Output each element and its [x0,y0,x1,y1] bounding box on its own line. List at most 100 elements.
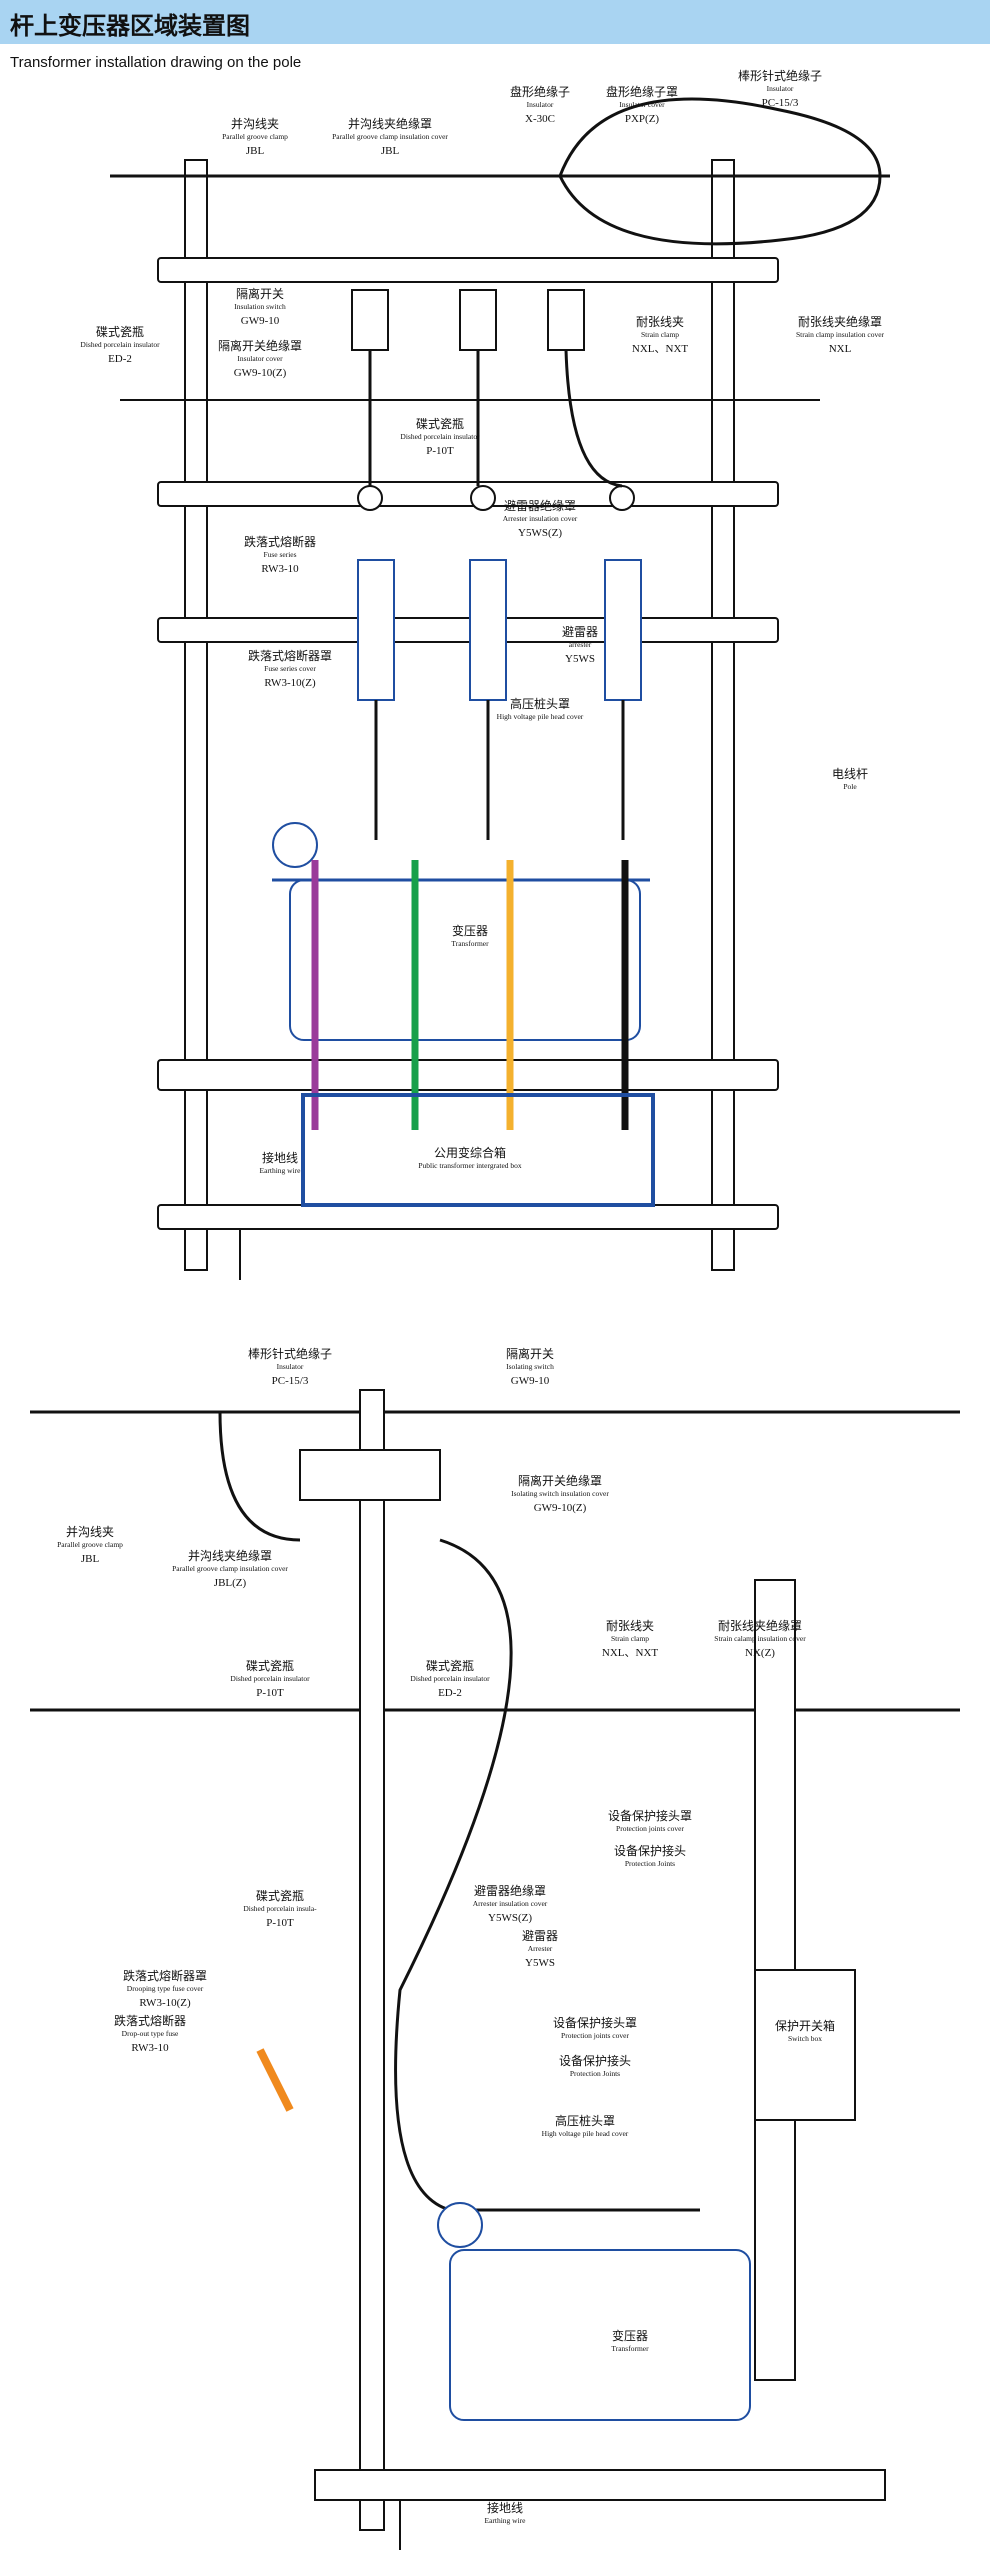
top-earthing-wire-en-label: Earthing wire [259,1166,301,1175]
top-hv-pile-cover-en-label: High voltage pile head cover [497,712,584,721]
fuse-3 [604,559,642,701]
bottom-dished-insulator-b-cn-label: 碟式瓷瓶 [426,1659,474,1673]
top-arrester-cover-en-label: Arrester insulation cover [503,514,578,523]
bottom-arrester-cover-en-label: Arrester insulation cover [473,1899,548,1908]
top-parallel-clamp-cover-code-label: JBL [381,145,400,157]
bottom-dished-insulator-a-cn-label: 碟式瓷瓶 [246,1659,294,1673]
top-parallel-clamp-cover-en-label: Parallel groove clamp insulation cover [332,132,448,141]
bottom-arrester-en-label: Arrester [528,1944,553,1953]
bottom-protection-joint-cover-2-en-label: Protection joints cover [561,2031,629,2040]
drop-out-fuse-link [256,2048,294,2112]
page-title: 杆上变压器区域装置图 [10,12,250,40]
bottom-arrester-cn-label: 避雷器 [522,1929,558,1943]
center-pole [359,1389,385,2531]
bottom-strain-clamp-code-label: NXL、NXT [602,1647,658,1659]
top-strain-clamp-cover-cn-label: 耐张线夹绝缘罩 [798,314,882,329]
bottom-drop-out-fuse-en-label: Drop-out type fuse [122,2029,179,2038]
top-parallel-clamp-en-label: Parallel groove clamp [222,132,288,141]
bottom-protection-joint-2-en-label: Protection Joints [570,2069,620,2078]
top-strain-clamp-cn-label: 耐张线夹 [636,315,684,329]
bottom-isolating-switch-cover-en-label: Isolating switch insulation cover [511,1489,609,1498]
top-parallel-clamp-cover-cn-label: 并沟线夹绝缘罩 [348,116,432,131]
switch-2 [459,289,497,351]
top-public-box-en-label: Public transformer intergrated box [418,1161,522,1170]
bottom-dished-insulator-c-code-label: P-10T [266,1917,294,1929]
right-pole [711,159,735,1271]
top-disc-insulator-cn-label: 盘形绝缘子 [510,84,570,99]
bottom-dished-insulator-a-en-label: Dished porcelain insulator [230,1674,310,1683]
bottom-parallel-clamp-en-label: Parallel groove clamp [57,1540,123,1549]
bottom-earthing-wire-cn-label: 接地线 [487,2500,523,2515]
fuse-2 [469,559,507,701]
switch-1 [351,289,389,351]
top-arrester-code-label: Y5WS [565,653,595,665]
bottom-rod-insulator-cn-label: 棒形针式绝缘子 [248,1346,332,1361]
bottom-isolating-switch-cn-label: 隔离开关 [506,1346,554,1361]
top-pole-cn-label: 电线杆 [832,767,868,781]
bottom-protection-joint-cn-label: 设备保护接头 [614,1843,686,1858]
bottom-strain-clamp-en-label: Strain clamp [611,1634,649,1643]
top-strain-clamp-cover-code-label: NXL [829,343,852,355]
ring-3 [609,485,635,511]
switch-box [754,1969,856,2121]
top-dished-insulator-mid-code-label: P-10T [426,445,454,457]
bottom-parallel-clamp-cover-code-label: JBL(Z) [214,1577,247,1589]
isolating-switch-body [299,1449,441,1501]
bottom-rod-insulator-code-label: PC-15/3 [272,1375,309,1387]
top-dished-insulator-left-en-label: Dished porcelain insulator [80,340,160,349]
bottom-drooping-fuse-cover-en-label: Drooping type fuse cover [127,1984,204,1993]
top-isolating-switch-cover-code-label: GW9-10(Z) [234,367,287,379]
bottom-dished-insulator-a-code-label: P-10T [256,1687,284,1699]
top-isolating-switch-cn-label: 隔离开关 [236,286,284,301]
top-dished-insulator-mid-cn-label: 碟式瓷瓶 [416,417,464,431]
bottom-isolating-switch-code-label: GW9-10 [511,1375,550,1387]
bottom-isolating-switch-en-label: Isolating switch [506,1362,554,1371]
top-arrester-en-label: arrester [569,640,592,649]
top-parallel-clamp-cn-label: 并沟线夹 [231,117,279,131]
ring-2 [470,485,496,511]
base-frame [314,2469,886,2501]
top-rod-insulator-code-label: PC-15/3 [762,97,799,109]
oil-conservator [272,822,318,868]
top-fuse-en-label: Fuse series [263,550,296,559]
bottom-drooping-fuse-cover-cn-label: 跌落式熔断器罩 [123,1968,207,1983]
fuse-1 [357,559,395,701]
bottom-isolating-switch-cover-code-label: GW9-10(Z) [534,1502,587,1514]
bottom-protection-joint-cover-cn-label: 设备保护接头罩 [608,1808,692,1823]
top-strain-clamp-en-label: Strain clamp [641,330,679,339]
top-strain-clamp-cover-en-label: Strain clamp insulation cover [796,330,885,339]
top-strain-clamp-code-label: NXL、NXT [632,343,688,355]
bottom-protection-joint-cover-2-cn-label: 设备保护接头罩 [553,2015,637,2030]
bottom-transformer-en-label: Transformer [611,2344,649,2353]
page-subtitle: Transformer installation drawing on the … [10,54,302,71]
top-dished-insulator-left-code-label: ED-2 [108,353,132,365]
bottom-arrester-code-label: Y5WS [525,1957,555,1969]
top-fuse-code-label: RW3-10 [261,563,299,575]
bottom-dished-insulator-c-cn-label: 碟式瓷瓶 [256,1889,304,1903]
top-pole-en-label: Pole [843,782,857,791]
top-isolating-switch-cover-cn-label: 隔离开关绝缘罩 [218,338,302,353]
top-parallel-clamp-code-label: JBL [246,145,265,157]
bottom-strain-clamp-cover-code-label: NX(Z) [745,1647,775,1659]
left-pole [184,159,208,1271]
top-disc-insulator-code-label: X-30C [525,113,555,125]
bottom-dished-insulator-b-en-label: Dished porcelain insulator [410,1674,490,1683]
jumper-wire [558,97,882,177]
bottom-strain-clamp-cover-en-label: Strain calamp insulation cover [714,1634,806,1643]
top-hv-pile-cover-cn-label: 高压桩头罩 [510,696,570,711]
bottom-hv-pile-cover-cn-label: 高压桩头罩 [555,2113,615,2128]
bottom-protection-joint-en-label: Protection Joints [625,1859,675,1868]
top-fuse-cn-label: 跌落式熔断器 [244,534,316,549]
cross-arm-3 [157,617,779,643]
bottom-parallel-clamp-code-label: JBL [81,1553,100,1565]
top-isolating-switch-en-label: Insulation switch [234,302,286,311]
bottom-rod-insulator-en-label: Insulator [277,1362,304,1371]
bottom-dished-insulator-c-en-label: Dished porcelain insula- [243,1904,317,1913]
cross-arm-5 [157,1204,779,1230]
top-arrester-cover-code-label: Y5WS(Z) [518,527,562,539]
bottom-protection-joint-2-cn-label: 设备保护接头 [559,2053,631,2068]
top-fuse-cover-cn-label: 跌落式熔断器罩 [248,648,332,663]
top-rod-insulator-cn-label: 棒形针式绝缘子 [738,68,822,83]
